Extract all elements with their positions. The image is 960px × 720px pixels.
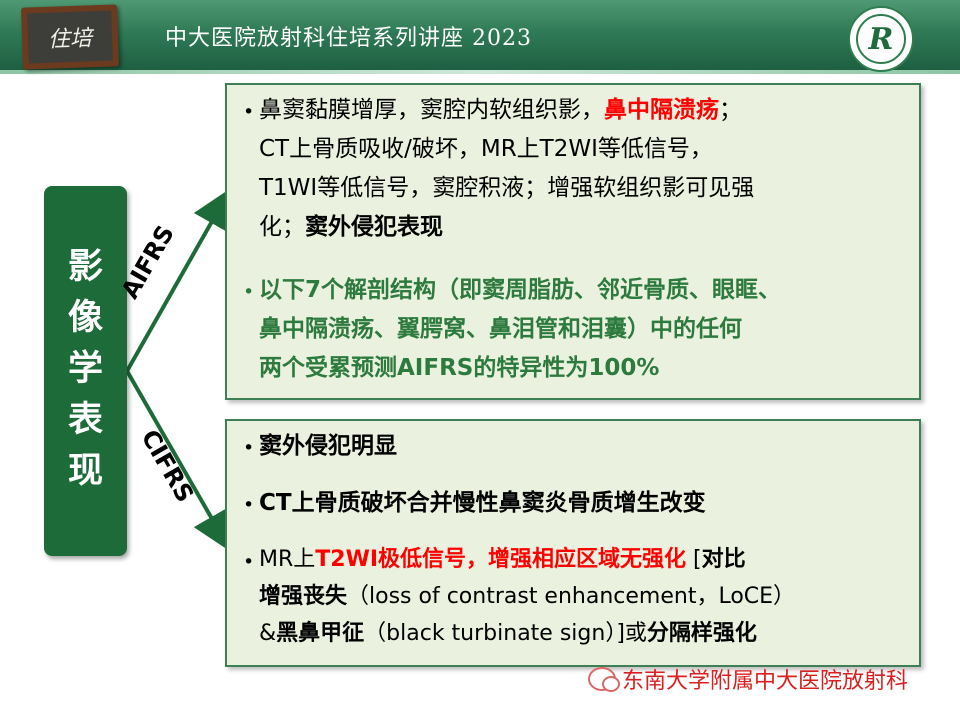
cifrs-item-3-bracket: [ bbox=[686, 547, 702, 572]
side-char-2: 像 bbox=[67, 298, 103, 338]
cifrs-item-3: MR上T2WI极低信号，增强相应区域无强化 [对比 增强丧失（loss of c… bbox=[259, 541, 919, 652]
cifrs-item-3-amp: & bbox=[259, 621, 277, 646]
bullet-dot: • bbox=[243, 437, 255, 459]
side-char-3: 学 bbox=[67, 349, 103, 389]
header-accent-band bbox=[0, 70, 960, 74]
bullet-dot: • bbox=[243, 551, 255, 573]
cifrs-item-3-bold-2: 增强丧失 bbox=[259, 584, 348, 609]
imaging-findings-label: 影 像 学 表 现 bbox=[44, 242, 127, 497]
aifrs-item-2-line-1: 以下7个解剖结构（即窦周脂肪、邻近骨质、眼眶、 bbox=[259, 277, 782, 303]
hospital-logo: R bbox=[848, 6, 914, 72]
cifrs-panel: • 窦外侵犯明显 • CT上骨质破坏合并慢性鼻窦炎骨质增生改变 • MR上T2W… bbox=[225, 419, 921, 667]
aifrs-item-2-line-3: 两个受累预测AIFRS的特异性为100% bbox=[259, 355, 660, 381]
aifrs-item-2-line-2: 鼻中隔溃疡、翼腭窝、鼻泪管和泪囊）中的任何 bbox=[259, 316, 742, 342]
cifrs-item-3-bold-1: 对比 bbox=[701, 547, 746, 572]
aifrs-item-1: 鼻窦黏膜增厚，窦腔内软组织影，鼻中隔溃疡； CT上骨质吸收/破坏，MR上T2WI… bbox=[259, 91, 909, 247]
cifrs-item-3-line-2: （loss of contrast enhancement，LoCE） bbox=[347, 584, 796, 609]
slide-header-title: 中大医院放射科住培系列讲座 2023 bbox=[165, 26, 532, 51]
cifrs-item-3-bold-3: 黑鼻甲征 bbox=[276, 621, 365, 646]
lower-branch-arrow bbox=[125, 370, 231, 552]
side-char-5: 现 bbox=[67, 451, 103, 491]
aifrs-item-1-line-2: CT上骨质吸收/破坏，MR上T2WI等低信号， bbox=[259, 136, 713, 162]
wechat-icon bbox=[588, 667, 620, 692]
cifrs-item-3-bold-4: 分隔样强化 bbox=[646, 621, 757, 646]
cifrs-item-3-line-3: （black turbinate sign）]或 bbox=[364, 621, 647, 646]
aifrs-panel: • 鼻窦黏膜增厚，窦腔内软组织影，鼻中隔溃疡； CT上骨质吸收/破坏，MR上T2… bbox=[225, 83, 921, 400]
side-char-4: 表 bbox=[67, 400, 103, 440]
aifrs-item-1-line-1: 鼻窦黏膜增厚，窦腔内软组织影， bbox=[259, 97, 604, 123]
aifrs-item-1-highlight: 鼻中隔溃疡 bbox=[604, 97, 719, 123]
bullet-dot: • bbox=[243, 281, 255, 303]
header-bar bbox=[0, 0, 960, 72]
bullet-dot: • bbox=[243, 101, 255, 123]
logo-mark: R bbox=[868, 21, 894, 57]
cifrs-item-1: 窦外侵犯明显 bbox=[259, 433, 397, 459]
imaging-findings-box: 影 像 学 表 现 bbox=[44, 186, 127, 556]
cifrs-item-3-highlight: T2WI极低信号，增强相应区域无强化 bbox=[315, 547, 687, 572]
upper-branch-arrow bbox=[125, 188, 231, 372]
aifrs-item-1-line-4: 化； bbox=[259, 214, 305, 240]
side-char-1: 影 bbox=[67, 247, 103, 287]
cifrs-item-2: CT上骨质破坏合并慢性鼻窦炎骨质增生改变 bbox=[259, 490, 706, 516]
watermark-text: 东南大学附属中大医院放射科 bbox=[622, 669, 909, 694]
cifrs-item-3-prefix: MR上 bbox=[259, 547, 316, 572]
bullet-dot: • bbox=[243, 494, 255, 516]
logo-ring bbox=[856, 14, 906, 64]
aifrs-item-1-bold: 窦外侵犯表现 bbox=[305, 214, 443, 240]
aifrs-item-2: 以下7个解剖结构（即窦周脂肪、邻近骨质、眼眶、 鼻中隔溃疡、翼腭窝、鼻泪管和泪囊… bbox=[259, 271, 919, 388]
aifrs-item-1-line-3: T1WI等低信号，窦腔积液；增强软组织影可见强 bbox=[259, 175, 755, 201]
wechat-watermark: 东南大学附属中大医院放射科 bbox=[588, 664, 908, 694]
aifrs-item-1-punct: ； bbox=[719, 97, 742, 123]
